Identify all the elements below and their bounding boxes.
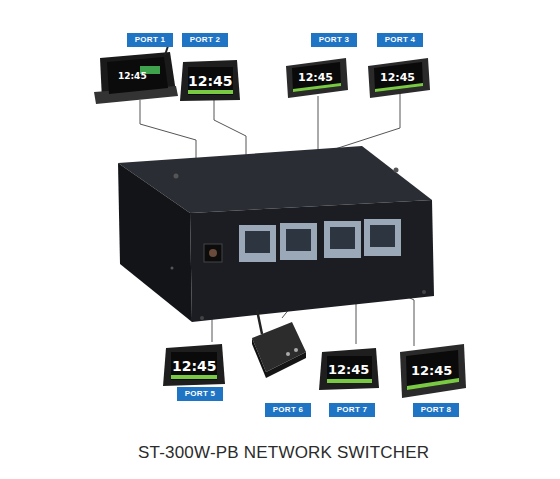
port-label: PORT 6 — [265, 403, 311, 417]
rj45-port — [245, 231, 270, 253]
rj45-port — [364, 219, 401, 256]
power-jack — [209, 249, 217, 257]
port-label: PORT 5 — [177, 387, 223, 401]
clock-screen — [407, 378, 459, 390]
clock-screen — [374, 62, 423, 92]
port-text: PORT 3 — [319, 36, 350, 44]
terminal — [294, 348, 298, 352]
clock-screen — [292, 62, 341, 92]
rj45-port — [280, 223, 317, 260]
antenna — [257, 310, 262, 334]
clock-time: 12:45 — [328, 363, 369, 376]
desk-clock — [163, 344, 225, 386]
screw — [200, 316, 204, 320]
clock-time: 12:45 — [188, 74, 233, 88]
clock-screen — [406, 350, 459, 390]
port-text: PORT 8 — [421, 406, 452, 414]
rj45-port — [370, 225, 395, 247]
rj45-port — [239, 225, 276, 262]
clock-screen — [171, 375, 217, 379]
devices — [94, 46, 466, 398]
clock-screen — [188, 67, 233, 95]
port-text: PORT 1 — [135, 36, 166, 44]
port-text: PORT 2 — [190, 36, 221, 44]
rj45-ports — [239, 219, 401, 262]
wall-display — [368, 58, 430, 98]
clock-time: 12:45 — [298, 72, 333, 83]
wall-display — [286, 58, 348, 98]
rj45-port — [324, 221, 361, 258]
desk-clock — [319, 348, 379, 390]
clock-screen — [293, 83, 341, 92]
screw — [422, 290, 426, 294]
rj45-port — [286, 229, 311, 251]
port-label: PORT 2 — [182, 33, 228, 47]
switch-side — [118, 163, 192, 322]
port-label: PORT 1 — [127, 33, 173, 47]
port-label: PORT 8 — [413, 403, 459, 417]
network-switch — [118, 146, 434, 322]
port-label: PORT 7 — [329, 403, 375, 417]
terminal — [286, 352, 290, 356]
power-jack — [204, 244, 222, 262]
port-text: PORT 5 — [185, 390, 216, 398]
clock-screen — [171, 352, 217, 380]
screw — [174, 174, 179, 179]
clock-screen — [327, 356, 372, 383]
clock-time: 12:45 — [118, 72, 147, 81]
port-label: PORT 3 — [311, 33, 357, 47]
wall-display — [400, 344, 466, 398]
clock-time: 12:45 — [380, 72, 415, 83]
port-text: PORT 7 — [337, 406, 368, 414]
wireless-module — [266, 352, 306, 378]
clock-time: 12:45 — [172, 359, 217, 373]
wireless-module — [252, 338, 266, 378]
desk-clock — [180, 60, 240, 101]
switch-front — [190, 200, 434, 322]
tablet-screen — [107, 57, 168, 94]
port-text: PORT 6 — [273, 406, 304, 414]
screw — [394, 168, 399, 173]
clock-time: 12:45 — [411, 364, 452, 377]
port-label: PORT 4 — [377, 33, 423, 47]
port-text: PORT 4 — [385, 36, 416, 44]
clock-screen — [327, 379, 372, 383]
clock-screen — [375, 83, 423, 92]
rj45-port — [330, 227, 355, 249]
caption: ST-300W-PB NETWORK SWITCHER — [138, 444, 429, 461]
antenna — [165, 46, 168, 55]
led — [171, 267, 174, 270]
clock-screen — [188, 90, 233, 94]
